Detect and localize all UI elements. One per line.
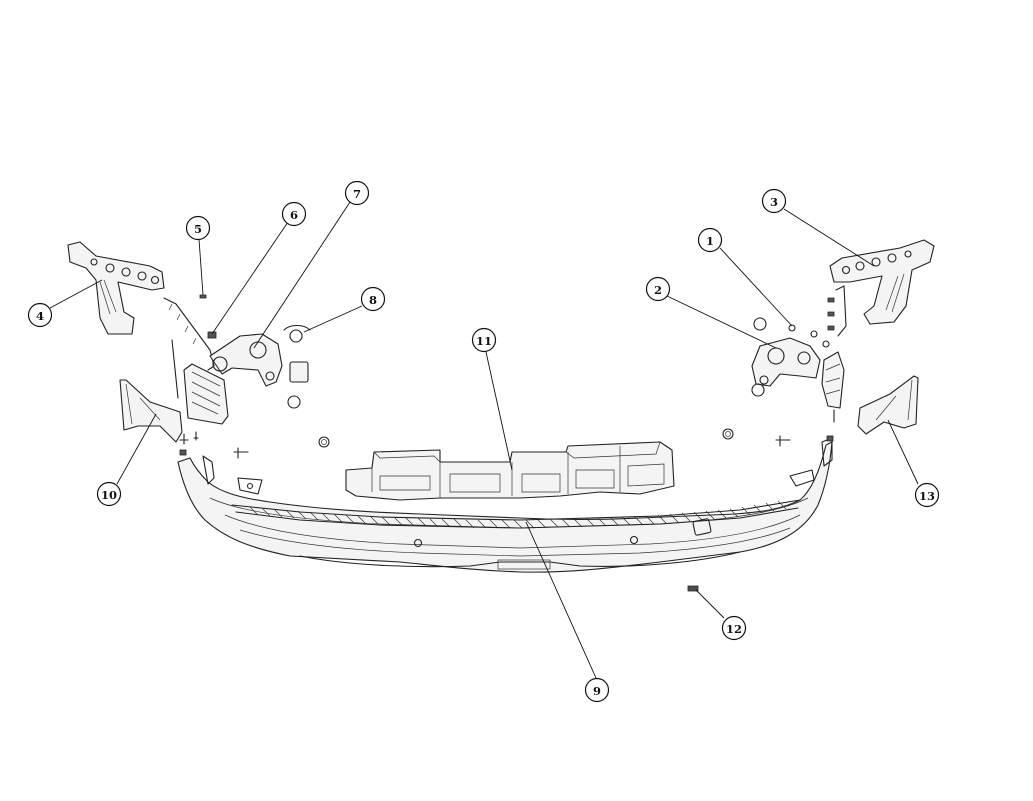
callout-label: 6 [290,208,298,222]
right-mount-bracket [751,285,847,409]
callout-label: 2 [654,283,662,297]
callout-label: 1 [706,234,714,248]
callout-5: 5 [185,215,211,241]
callout-3: 3 [761,188,787,214]
callout-label: 3 [770,195,778,209]
callout-12: 12 [721,615,747,641]
callout-label: 13 [919,489,935,503]
callout-label: 5 [194,222,202,236]
left-side-bracket [67,241,165,335]
callout-label: 4 [36,309,44,323]
callout-label: 9 [593,684,601,698]
callout-13: 13 [914,482,940,508]
callout-2: 2 [645,276,671,302]
callout-9: 9 [584,677,610,703]
callout-10: 10 [96,481,122,507]
right-side-bracket [829,239,935,325]
callout-label: 12 [726,622,742,636]
energy-absorber [345,441,675,501]
callout-label: 8 [369,293,377,307]
callout-8: 8 [360,286,386,312]
callout-7: 7 [344,180,370,206]
callout-label: 11 [476,334,492,348]
bumper-cover [177,437,833,573]
callout-label: 10 [101,488,117,502]
callout-1: 1 [697,227,723,253]
callout-11: 11 [471,327,497,353]
callout-label: 7 [353,187,361,201]
right-corner-trim [857,375,919,435]
fasteners [171,294,835,592]
callout-6: 6 [281,201,307,227]
callout-4: 4 [27,302,53,328]
leader-lines [49,201,919,679]
left-corner-trim [119,379,183,443]
left-mount-bracket [163,297,283,425]
